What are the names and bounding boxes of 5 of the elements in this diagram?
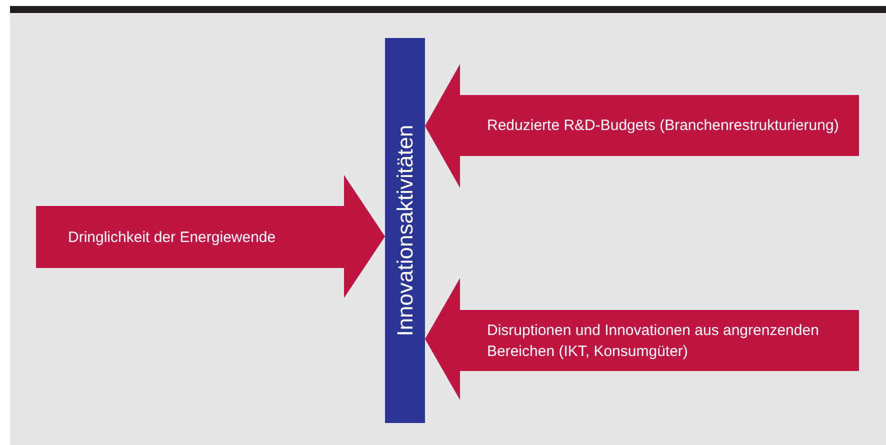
arrow-label: Reduzierte R&D-Budgets (Branchenrestrukturierung) <box>487 116 840 136</box>
bar-label: Innovationsaktivitäten <box>392 124 418 336</box>
arrow-label: Dringlichkeit der Energiewende <box>68 228 277 248</box>
vertical-bar <box>385 38 425 423</box>
arrow-label: Disruptionen und Innovationen aus angrenzenden Bereichen (IKT, Konsumgüter) <box>487 320 820 362</box>
